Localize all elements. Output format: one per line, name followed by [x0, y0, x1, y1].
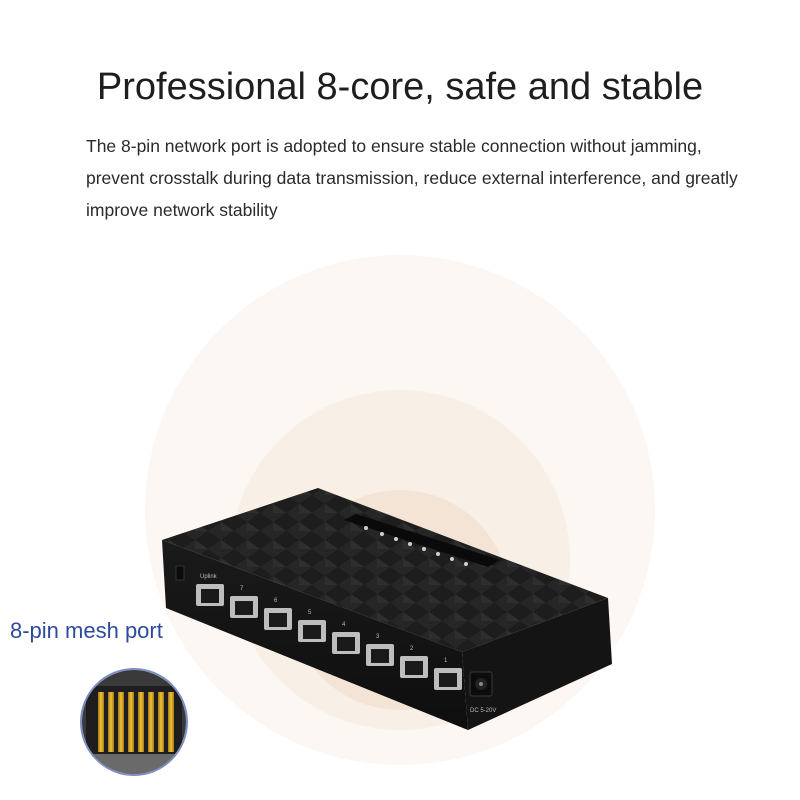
port-number: 4 [342, 622, 346, 628]
description-line-3: improve network stability [86, 200, 278, 220]
power-switch [175, 565, 185, 581]
status-leds [364, 526, 468, 566]
rj45-port [332, 632, 360, 654]
led-panel [344, 514, 500, 567]
power-jack [469, 671, 493, 697]
ethernet-ports [196, 584, 462, 690]
port-number-labels: 7 6 5 4 3 2 1 [240, 586, 448, 664]
port-number: 1 [444, 658, 448, 664]
description-line-2: prevent crosstalk during data transmissi… [86, 168, 738, 188]
rj45-port [196, 584, 224, 606]
gold-pin-zoom [80, 668, 188, 776]
rj45-port [230, 596, 258, 618]
switch-side-face [462, 598, 612, 730]
rj45-port [434, 668, 462, 690]
rj45-port [264, 608, 292, 630]
description-line-1: The 8-pin network port is adopted to ens… [86, 136, 702, 156]
headline: Professional 8-core, safe and stable [96, 66, 704, 108]
port-number: 3 [376, 634, 380, 640]
port-number: 6 [274, 598, 278, 604]
uplink-label: Uplink [200, 574, 218, 580]
switch-top-face [162, 488, 608, 652]
power-label: DC 5-20V [470, 708, 496, 714]
callout-label: 8-pin mesh port [10, 618, 163, 643]
rj45-port [298, 620, 326, 642]
rj45-port [400, 656, 428, 678]
description: The 8-pin network port is adopted to ens… [86, 130, 786, 226]
rj45-port [366, 644, 394, 666]
port-number: 5 [308, 610, 312, 616]
port-number: 7 [240, 586, 244, 592]
gold-pins [98, 692, 174, 752]
port-number: 2 [410, 646, 414, 652]
